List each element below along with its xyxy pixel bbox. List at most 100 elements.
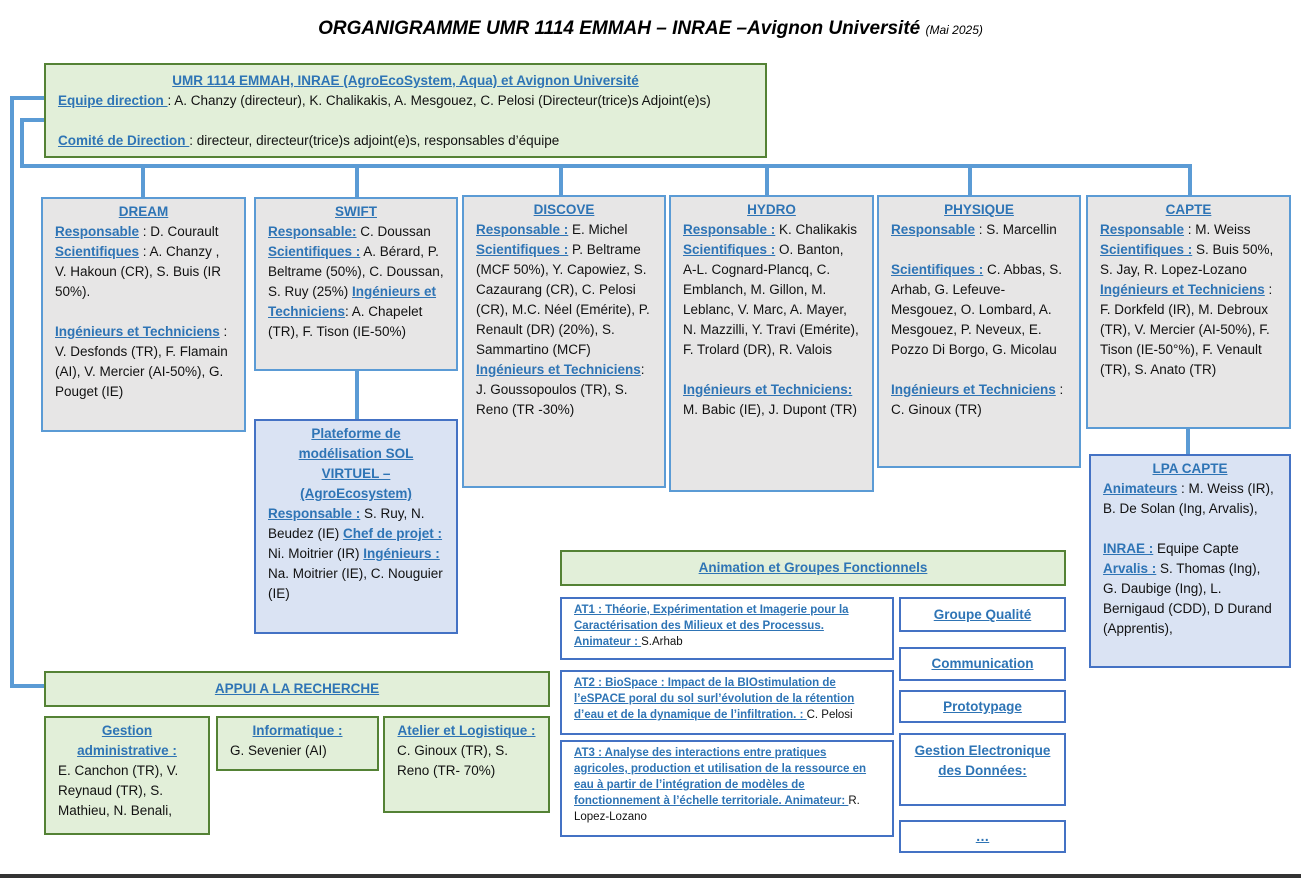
connector	[559, 164, 563, 196]
field-label: Arvalis :	[1103, 561, 1157, 576]
box-heading: DISCOVE	[533, 202, 595, 217]
appui-recherche: APPUI A LA RECHERCHE	[44, 671, 550, 707]
lpa-capte: LPA CAPTE Animateurs : M. Weiss (IR), B. …	[1089, 454, 1291, 668]
field-label: INRAE :	[1103, 541, 1154, 556]
field-label: Ingénieurs et Techniciens	[1100, 282, 1265, 297]
field-value: C. Doussan	[356, 224, 431, 239]
field-label: Ingénieurs et Techniciens	[55, 324, 220, 339]
paragraph: Responsable : S. Ruy, N. Beudez (IE) Che…	[268, 504, 444, 604]
paragraph: E. Canchon (TR), V. Reynaud (TR), S. Mat…	[58, 761, 196, 821]
field-label: Ingénieurs et Techniciens	[476, 362, 641, 377]
field-label: Responsable :	[268, 506, 361, 521]
plateforme-sol-virtuel: Plateforme de modélisation SOL VIRTUEL –…	[254, 419, 458, 634]
connector	[968, 164, 972, 196]
box-heading: Plateforme de modélisation SOL VIRTUEL –…	[298, 426, 414, 501]
connector	[141, 164, 145, 198]
box-heading: SWIFT	[335, 204, 377, 219]
field-label: Ingénieurs :	[363, 546, 440, 561]
field-label: Chef de projet :	[343, 526, 443, 541]
field-label: AT2 : BioSpace : Impact de la BIOstimula…	[574, 677, 855, 721]
field-value: E. Canchon (TR), V. Reynaud (TR), S. Mat…	[58, 763, 179, 818]
at3-box: AT3 : Analyse des interactions entre pra…	[560, 740, 894, 837]
connector	[355, 164, 359, 198]
connector	[20, 118, 24, 168]
field-label: Scientifiques :	[891, 262, 984, 277]
field-label: Scientifiques :	[476, 242, 569, 257]
page-title: ORGANIGRAMME UMR 1114 EMMAH – INRAE –Avi…	[0, 18, 1301, 40]
more-groups[interactable]: …	[899, 820, 1066, 853]
groupe-qualite[interactable]: Groupe Qualité	[899, 597, 1066, 632]
communication[interactable]: Communication	[899, 647, 1066, 681]
field-value: : V. Desfonds (TR), F. Flamain (AI), V. …	[55, 324, 228, 399]
bottom-bar	[0, 874, 1301, 878]
field-label: Responsable	[891, 222, 976, 237]
field-value: C. Pelosi	[806, 709, 853, 721]
connector	[10, 96, 45, 100]
field-label: Ingénieurs et Techniciens	[891, 382, 1056, 397]
paragraph: Responsable : S. Marcellin	[891, 220, 1067, 240]
box-heading: UMR 1114 EMMAH, INRAE (AgroEcoSystem, Aq…	[172, 73, 639, 88]
field-value: : M. Weiss (IR), B. De Solan (Ing, Arval…	[1103, 481, 1274, 516]
connector	[20, 164, 1192, 168]
field-value: K. Chalikakis	[775, 222, 858, 237]
field-label: Ingénieurs et Techniciens:	[683, 382, 853, 397]
paragraph: Responsable : K. Chalikakis Scientifique…	[683, 220, 860, 360]
box-heading: Gestion administrative :	[77, 723, 177, 758]
connector	[20, 118, 45, 122]
paragraph: Comité de Direction : directeur, directe…	[58, 131, 753, 151]
paragraph: C. Ginoux (TR), S. Reno (TR- 70%)	[397, 741, 536, 781]
gestion-electronique-donnees[interactable]: Gestion Electronique des Données:	[899, 733, 1066, 806]
box-heading: Gestion Electronique des Données:	[914, 743, 1051, 778]
title-date: (Mai 2025)	[925, 23, 983, 37]
box-heading: Communication	[931, 656, 1034, 671]
paragraph: Ingénieurs et Techniciens: M. Babic (IE)…	[683, 380, 860, 420]
field-value: G. Sevenier (AI)	[230, 743, 327, 758]
connector	[10, 96, 14, 688]
field-label: Equipe direction	[58, 93, 168, 108]
field-label: Responsable:	[268, 224, 357, 239]
title-text: ORGANIGRAMME UMR 1114 EMMAH – INRAE –Avi…	[318, 18, 921, 39]
field-value: Na. Moitrier (IE), C. Nouguier (IE)	[268, 566, 443, 601]
field-value: Ni. Moitrier (IR)	[268, 546, 364, 561]
connector	[355, 370, 359, 420]
field-value: E. Michel	[568, 222, 628, 237]
box-heading: …	[975, 829, 990, 844]
paragraph: AT2 : BioSpace : Impact de la BIOstimula…	[574, 675, 880, 723]
field-value: : S. Marcellin	[975, 222, 1057, 237]
field-value: P. Beltrame (MCF 50%), Y. Capowiez, S. C…	[476, 242, 650, 357]
box-heading: DREAM	[118, 204, 169, 219]
box-heading: HYDRO	[747, 202, 796, 217]
atelier-logistique: Atelier et Logistique :C. Ginoux (TR), S…	[383, 716, 550, 813]
paragraph: Scientifiques : C. Abbas, S. Arhab, G. L…	[891, 260, 1067, 360]
paragraph: AT3 : Analyse des interactions entre pra…	[574, 745, 880, 825]
field-value: : J. Goussopoulos (TR), S. Reno (TR -30%…	[476, 362, 645, 417]
box-heading: LPA CAPTE	[1152, 461, 1228, 476]
field-value: M. Babic (IE), J. Dupont (TR)	[683, 402, 858, 417]
paragraph: Responsable: C. Doussan Scientifiques : …	[268, 222, 444, 342]
box-heading: Informatique :	[252, 723, 343, 738]
field-label: Scientifiques	[55, 244, 140, 259]
umr-box: UMR 1114 EMMAH, INRAE (AgroEcoSystem, Aq…	[44, 63, 767, 158]
paragraph: Responsable : D. Courault Scientifiques …	[55, 222, 232, 302]
field-value: A. Bérard, P. Beltrame (50%), C. Doussan…	[268, 244, 444, 299]
paragraph: Responsable : E. Michel Scientifiques : …	[476, 220, 652, 420]
field-value: : A. Chanzy , V. Hakoun (CR), S. Buis (I…	[55, 244, 222, 299]
box-heading: Prototypage	[943, 699, 1022, 714]
field-value: : M. Weiss	[1184, 222, 1251, 237]
field-label: Responsable :	[683, 222, 776, 237]
field-value: C. Abbas, S. Arhab, G. Lefeuve-Mesgouez,…	[891, 262, 1063, 357]
field-label: Animateurs	[1103, 481, 1178, 496]
field-label: Scientifiques :	[683, 242, 776, 257]
paragraph: Equipe direction : A. Chanzy (directeur)…	[58, 91, 753, 111]
prototypage[interactable]: Prototypage	[899, 690, 1066, 723]
field-label: Responsable	[1100, 222, 1185, 237]
connector	[765, 164, 769, 196]
field-value: S.Arhab	[641, 636, 683, 648]
paragraph: Responsable : M. Weiss Scientifiques : S…	[1100, 220, 1277, 380]
field-label: Ingénieurs et Techniciens	[268, 284, 437, 319]
paragraph: Ingénieurs et Techniciens : V. Desfonds …	[55, 322, 232, 402]
paragraph: INRAE : Equipe Capte Arvalis : S. Thomas…	[1103, 539, 1277, 639]
gestion-administrative: Gestion administrative : E. Canchon (TR),…	[44, 716, 210, 835]
